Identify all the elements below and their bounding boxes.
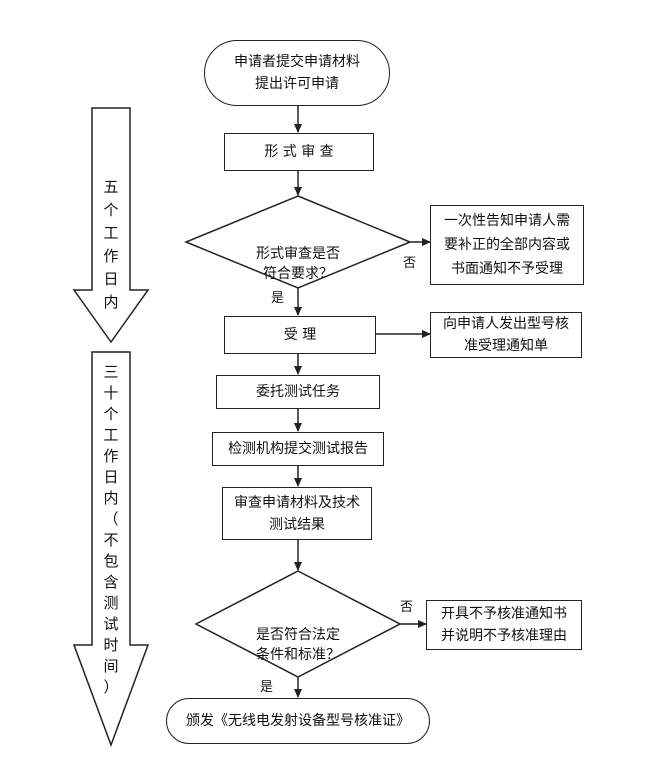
timeline-char: 工	[103, 426, 119, 444]
timeline-char: 日	[103, 468, 119, 486]
decision-text-legal: 是否符合法定 条件和标准？	[256, 627, 340, 663]
commission-test-box: 委托测试任务	[216, 375, 380, 409]
reject-notice-box: 一次性告知申请人需 要补正的全部内容或 书面通知不予受理	[430, 205, 584, 285]
timeline-char: 时	[103, 636, 119, 654]
label-no-2: 否	[400, 600, 414, 615]
reject-approval-box: 开具不予核准通知书 并说明不予核准理由	[426, 600, 582, 650]
timeline-char: 含	[103, 573, 119, 591]
timeline-char: 内	[103, 293, 119, 311]
timeline-char: 五	[103, 178, 119, 196]
timeline-text-five-days: 五 个 工 作 日 内	[100, 176, 122, 314]
label-no-1: 否	[403, 256, 417, 271]
accept-box: 受 理	[224, 316, 376, 354]
timeline-arrow-thirty-days	[72, 351, 150, 748]
timeline-char: （	[103, 510, 119, 528]
start-node: 申请者提交申请材料 提出许可申请	[204, 40, 390, 106]
timeline-char: 工	[103, 224, 119, 242]
test-report-box: 检测机构提交测试报告	[212, 432, 384, 466]
timeline-char: 日	[103, 270, 119, 288]
timeline-char: 测	[103, 594, 119, 612]
timeline-char: 包	[103, 552, 119, 570]
formal-review-box: 形 式 审 查	[224, 133, 374, 171]
timeline-char: 个	[103, 201, 119, 219]
timeline-char: 间	[103, 657, 119, 675]
timeline-char: 个	[103, 405, 119, 423]
timeline-char: 十	[103, 384, 119, 402]
label-yes-1: 是	[271, 291, 285, 306]
decision-text-formal: 形式审查是否 符合要求？	[256, 246, 340, 282]
timeline-arrow-five-days	[72, 107, 150, 344]
end-node: 颁发《无线电发射设备型号核准证》	[166, 698, 430, 744]
accept-notice-box: 向申请人发出型号核 准受理通知单	[430, 312, 582, 358]
timeline-char: 三	[103, 363, 119, 381]
timeline-text-thirty-days: 三 十 个 工 作 日 内 （ 不 包 含 测 试 时 间 ）	[100, 362, 122, 698]
timeline-char: 作	[103, 447, 119, 465]
label-yes-2: 是	[260, 680, 274, 695]
timeline-char: 试	[103, 615, 119, 633]
timeline-char: 内	[103, 489, 119, 507]
timeline-char: ）	[103, 678, 119, 696]
timeline-char: 不	[103, 531, 119, 549]
timeline-char: 作	[103, 247, 119, 265]
review-materials-box: 审查申请材料及技术 测试结果	[222, 487, 372, 540]
